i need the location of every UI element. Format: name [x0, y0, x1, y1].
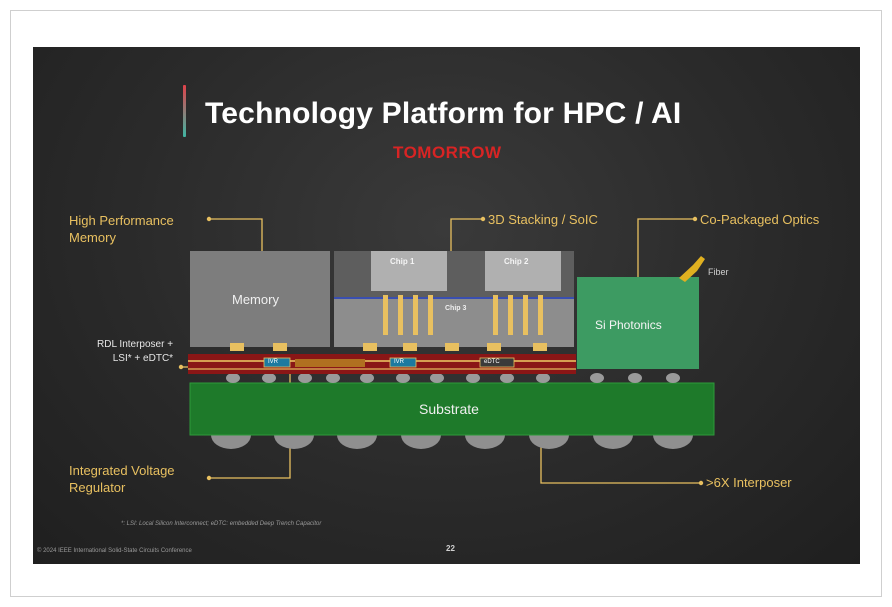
- fiber-label: Fiber: [708, 267, 729, 277]
- presentation-slide: Technology Platform for HPC / AI TOMORRO…: [33, 47, 860, 564]
- fiber-shape: [679, 256, 705, 282]
- slide-subtitle: TOMORROW: [393, 143, 502, 162]
- optics-leader: [637, 218, 695, 277]
- footnote: *: LSI: Local Silicon Interconnect; eDTC…: [121, 521, 322, 527]
- ivr-block-1: [263, 357, 291, 368]
- edtc-block: [479, 357, 515, 368]
- ivr-label: Integrated Voltage Regulator: [69, 463, 175, 495]
- leader-dots: [178, 216, 704, 486]
- substrate-block: [189, 382, 715, 436]
- ivr-label-2: IVR: [394, 359, 405, 365]
- memory-leader: [209, 218, 263, 251]
- interposer-6x-label: >6X Interposer: [706, 475, 792, 490]
- si-photonics-label: Si Photonics: [595, 318, 662, 332]
- memory-bumps: [230, 343, 287, 351]
- memory-label: Memory: [232, 292, 279, 307]
- chip2-label: Chip 2: [504, 257, 529, 266]
- slide-title: Technology Platform for HPC / AI: [205, 97, 682, 130]
- chip2-block: [485, 251, 561, 291]
- chip1-block: [371, 251, 447, 291]
- high-performance-memory-label: High Performance Memory: [69, 213, 174, 245]
- stacking-leader: [450, 218, 483, 251]
- ivr-block-2: [389, 357, 417, 368]
- chip3-label: Chip 3: [445, 305, 467, 312]
- ivr-label-1: IVR: [268, 359, 279, 365]
- lsi-bridge: [295, 359, 365, 367]
- substrate-label: Substrate: [419, 401, 479, 417]
- title-accent-bar: [183, 85, 186, 137]
- memory-block: [190, 251, 330, 347]
- chip-bumps: [363, 343, 547, 351]
- rdl-interposer: [188, 354, 576, 374]
- interposer-bumps: [226, 373, 680, 383]
- si-photonics-block: [577, 277, 699, 369]
- stacking-label: 3D Stacking / SoIC: [488, 212, 598, 227]
- co-packaged-optics-label: Co-Packaged Optics: [700, 212, 820, 227]
- page-number: 22: [446, 544, 455, 553]
- chip1-label: Chip 1: [390, 257, 415, 266]
- edtc-label: eDTC: [484, 359, 500, 365]
- rdl-interposer-label: RDL Interposer + LSI* + eDTC*: [97, 339, 174, 364]
- package-diagram: [178, 216, 715, 486]
- through-vias: [383, 295, 543, 335]
- copyright-footer: © 2024 IEEE International Solid-State Ci…: [37, 548, 192, 554]
